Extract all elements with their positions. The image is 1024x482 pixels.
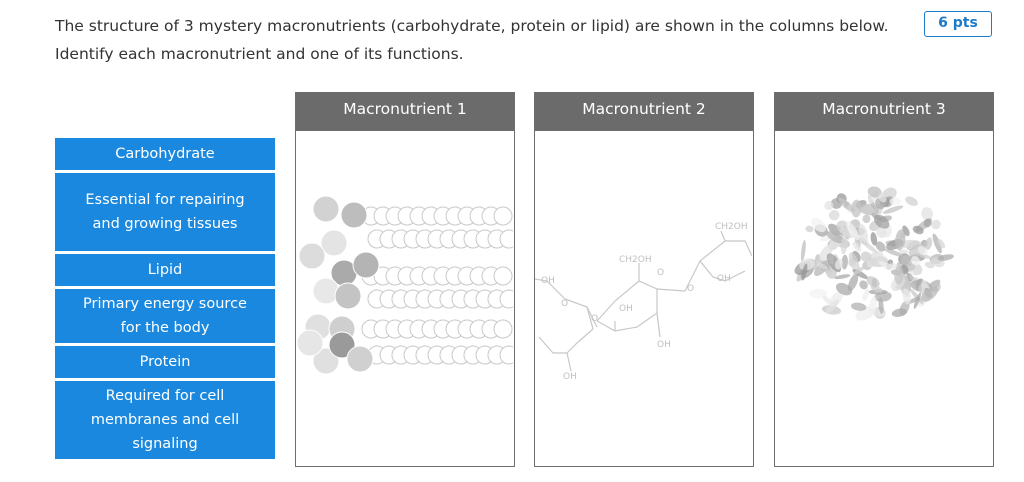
carbohydrate-structure-image: OH O CH2OH O O OH OH O CH2OH OH OH [535,131,752,465]
drop-column-2[interactable]: Macronutrient 2 OH O CH2OH O O OH [534,92,754,467]
answer-bank: Carbohydrate Essential for repairing and… [55,138,275,462]
chem-label-ch2oh-mid: CH2OH [619,255,652,265]
lipid-bilayer-image [296,131,513,465]
chem-label-oh3: OH [717,274,731,284]
answer-chip-protein[interactable]: Protein [55,346,275,378]
column-1-title: Macronutrient 1 [296,93,514,131]
answer-chip-repair-tissues[interactable]: Essential for repairing and growing tiss… [55,173,275,251]
chem-label-oh-left: OH [541,276,555,286]
chem-label-o1: O [561,299,568,309]
drop-column-1[interactable]: Macronutrient 1 [295,92,515,467]
answer-chip-cell-membranes[interactable]: Required for cell membranes and cell sig… [55,381,275,459]
chem-label-o4: O [687,284,694,294]
chem-label-oh1: OH [619,304,633,314]
question-text: The structure of 3 mystery macronutrient… [55,17,889,63]
chem-label-o2: O [657,268,664,278]
column-2-title: Macronutrient 2 [535,93,753,131]
protein-structure-image [775,131,992,465]
answer-chip-carbohydrate[interactable]: Carbohydrate [55,138,275,170]
chem-label-oh2: OH [657,340,671,350]
column-3-title: Macronutrient 3 [775,93,993,131]
points-badge: 6 pts [924,11,992,37]
drop-column-3[interactable]: Macronutrient 3 [774,92,994,467]
chem-label-o3: O [591,314,598,324]
answer-chip-lipid[interactable]: Lipid [55,254,275,286]
answer-chip-energy-source[interactable]: Primary energy source for the body [55,289,275,343]
chem-label-oh4: OH [563,372,577,382]
chem-label-ch2oh-right: CH2OH [715,222,748,232]
